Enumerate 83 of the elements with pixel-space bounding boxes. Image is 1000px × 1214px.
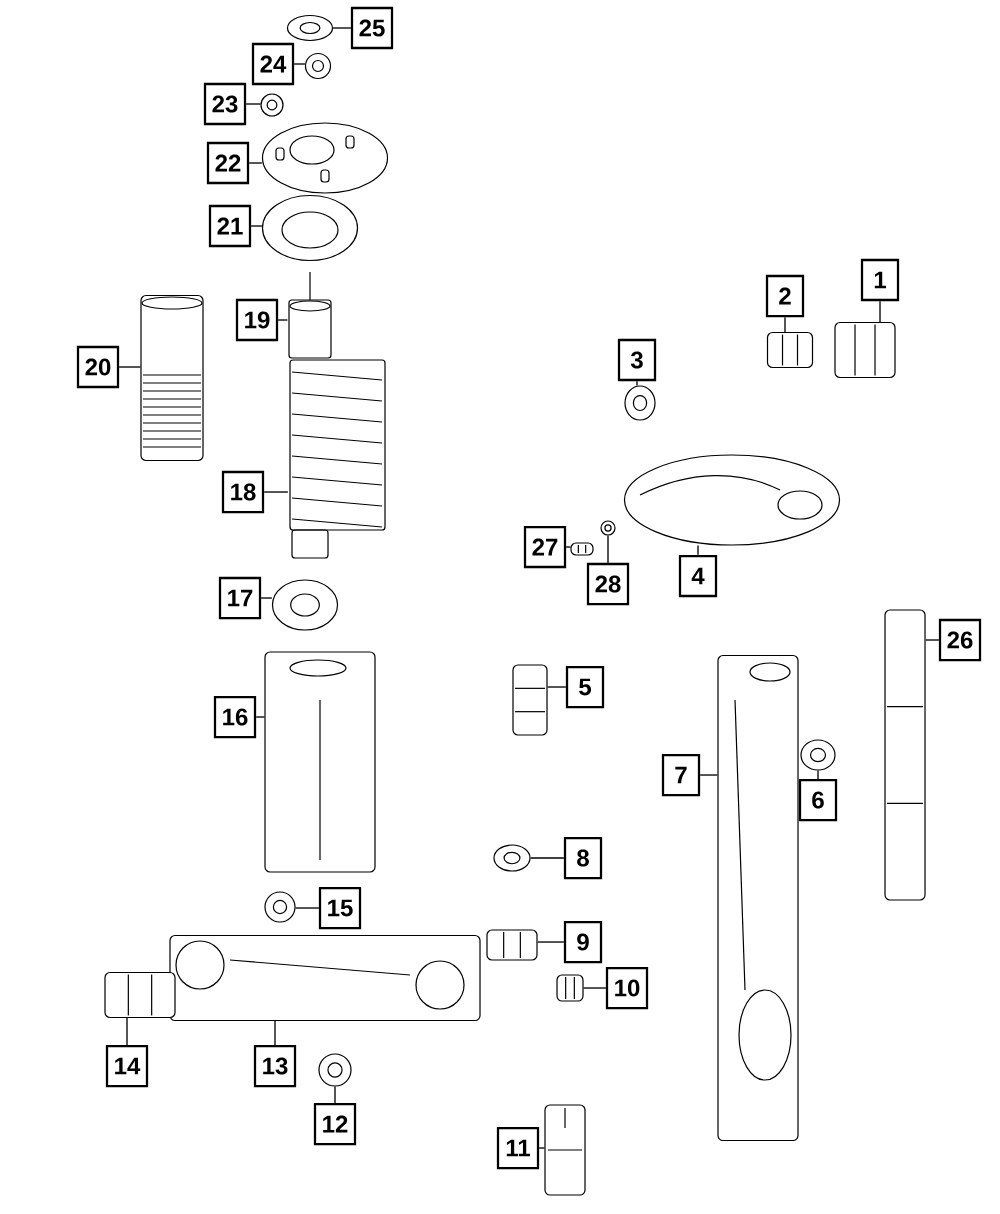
callout-number: 5 — [565, 665, 605, 709]
leader-line — [546, 686, 567, 688]
part-drawing — [884, 609, 926, 901]
callout-number: 6 — [798, 778, 838, 822]
callout-number: 17 — [218, 576, 262, 620]
callout-number: 25 — [350, 6, 394, 50]
leader-line — [260, 597, 273, 599]
leader-line — [245, 103, 262, 105]
part-drawing — [271, 579, 339, 631]
leader-line — [250, 225, 263, 227]
leader-line — [924, 639, 940, 641]
leader-line — [277, 319, 289, 321]
leader-line — [817, 769, 819, 780]
part-drawing — [140, 294, 204, 462]
leader-line — [274, 1020, 276, 1046]
callout-number: 23 — [203, 82, 247, 126]
part-drawing — [260, 93, 284, 117]
callout-number: 7 — [661, 753, 701, 797]
callout-number: 28 — [586, 562, 630, 606]
leader-line — [536, 941, 565, 943]
callout-number: 10 — [605, 966, 649, 1010]
callout-number: 4 — [678, 554, 718, 598]
leader-line — [879, 300, 881, 323]
part-drawing — [318, 1053, 352, 1087]
callout-number: 11 — [496, 1126, 540, 1170]
leader-line — [248, 162, 263, 164]
leader-line — [529, 857, 565, 859]
part-drawing — [834, 321, 896, 379]
part-drawing — [766, 331, 814, 369]
part-drawing — [512, 664, 548, 736]
callout-number: 1 — [860, 258, 900, 302]
part-drawing — [304, 52, 332, 80]
leader-line — [294, 907, 320, 909]
callout-number: 13 — [253, 1044, 297, 1088]
part-drawing — [286, 14, 334, 42]
callout-number: 3 — [617, 338, 657, 382]
part-drawing — [493, 844, 531, 872]
callout-number: 22 — [206, 141, 250, 185]
callout-number: 16 — [213, 695, 257, 739]
part-drawing — [600, 520, 616, 536]
callout-number: 24 — [251, 42, 295, 86]
callout-number: 19 — [235, 298, 279, 342]
callout-number: 18 — [221, 470, 265, 514]
callout-number: 14 — [105, 1044, 149, 1088]
part-drawing — [261, 122, 389, 194]
part-drawing — [486, 929, 538, 961]
leader-line — [607, 534, 609, 564]
callout-number: 27 — [523, 525, 567, 569]
part-drawing — [169, 934, 481, 1022]
callout-number: 26 — [938, 618, 982, 662]
part-drawing — [800, 739, 836, 771]
part-drawing — [544, 1104, 586, 1196]
part-drawing — [556, 974, 584, 1002]
part-drawing — [261, 194, 359, 262]
leader-line — [784, 316, 786, 333]
leader-line — [118, 366, 142, 368]
leader-line — [697, 544, 699, 556]
part-drawing — [289, 359, 386, 559]
callout-number: 20 — [76, 345, 120, 389]
leader-line — [263, 491, 289, 493]
part-drawing — [570, 542, 594, 556]
leader-line — [332, 27, 352, 29]
leader-line — [582, 987, 607, 989]
callout-number: 15 — [318, 886, 362, 930]
leader-line — [126, 1017, 128, 1046]
callout-number: 21 — [208, 204, 252, 248]
leader-line — [334, 1085, 336, 1104]
leader-line — [538, 1147, 546, 1149]
leader-line — [699, 774, 719, 776]
part-drawing — [264, 891, 296, 923]
callout-number: 2 — [765, 274, 805, 318]
leader-line — [255, 716, 266, 718]
callout-number: 8 — [563, 836, 603, 880]
part-drawing — [624, 385, 656, 421]
callout-number: 9 — [563, 920, 603, 964]
leader-line — [293, 63, 306, 65]
leader-line — [565, 546, 572, 548]
part-drawing — [264, 651, 376, 873]
part-drawing — [104, 971, 176, 1019]
part-drawing — [288, 271, 332, 359]
leader-line — [636, 380, 638, 387]
part-drawing — [623, 454, 841, 546]
callout-number: 12 — [313, 1102, 357, 1146]
